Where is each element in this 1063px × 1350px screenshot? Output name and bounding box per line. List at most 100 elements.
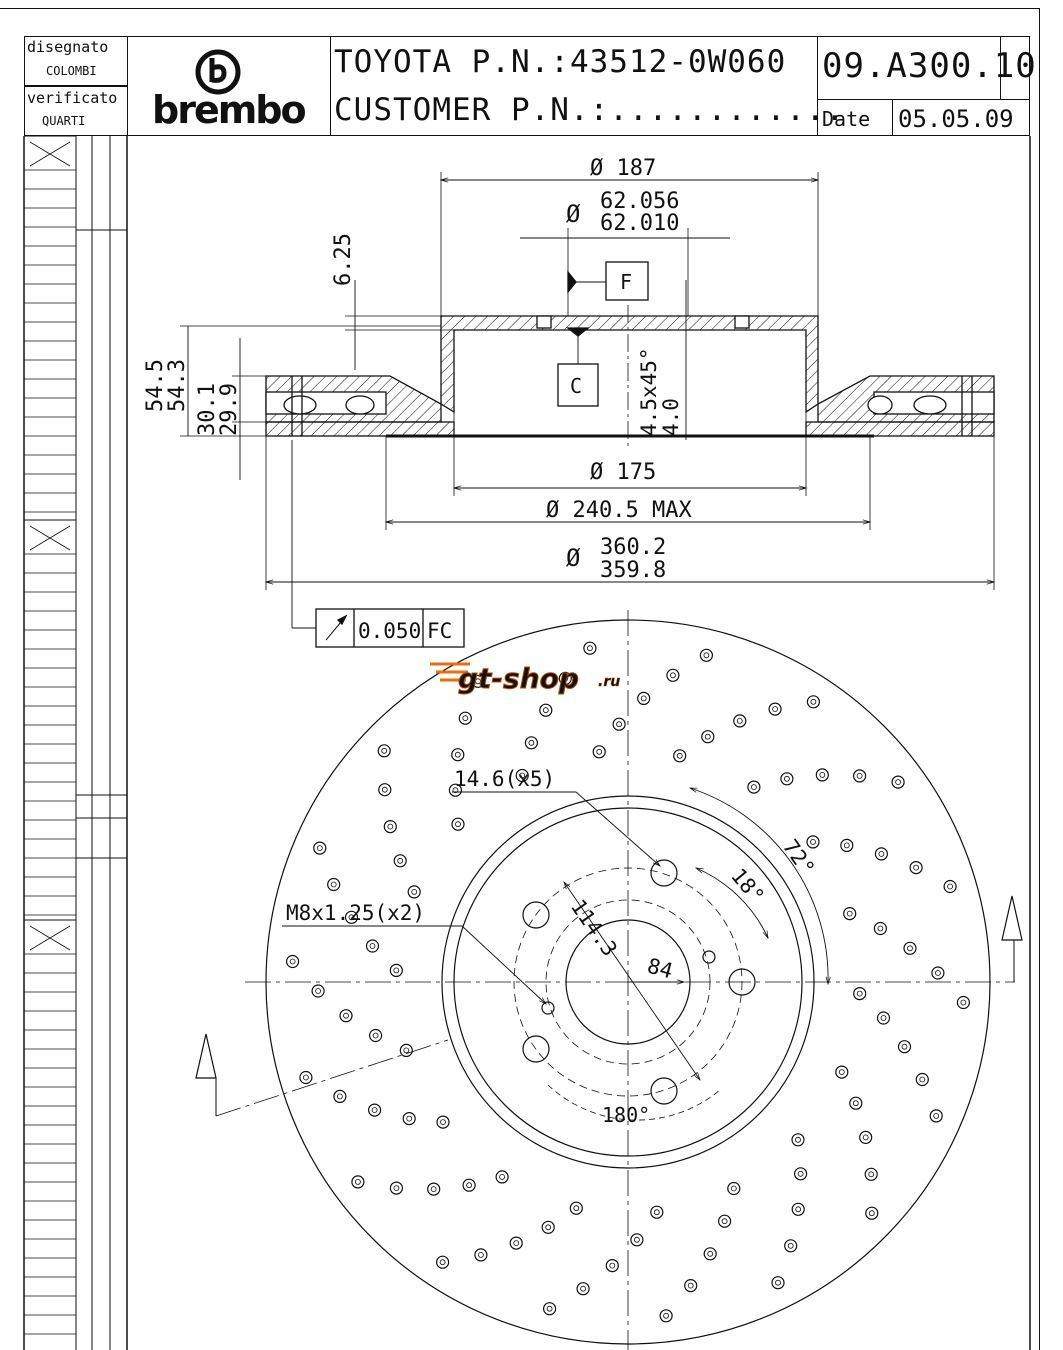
drill-hole-inner [935, 970, 941, 976]
drill-hole-inner [856, 773, 863, 779]
drill-hole [407, 885, 421, 899]
drill-hole-inner [381, 747, 388, 754]
drill-hole [402, 1111, 416, 1126]
drill-hole-inner [707, 1250, 714, 1257]
drill-hole-inner [369, 943, 376, 949]
drill-hole-inner [810, 839, 816, 845]
drill-hole [471, 674, 485, 688]
drill-hole-inner [596, 748, 603, 755]
drill-hole-inner [393, 967, 400, 974]
drill-hole-inner [795, 1206, 802, 1213]
drill-hole-inner [440, 1119, 446, 1125]
drill-hole-inner [587, 645, 593, 652]
drill-hole [436, 1255, 450, 1269]
drill-hole [605, 1258, 619, 1273]
checked-by-name: QUARTI [42, 114, 86, 128]
angle-18-label: 18° [726, 864, 769, 908]
drill-hole [448, 783, 462, 797]
drill-hole-inner [562, 675, 569, 682]
section-view [180, 172, 994, 648]
drill-hole [569, 1201, 583, 1215]
drill-hole [891, 775, 905, 789]
angle-180-label: 180° [602, 1103, 650, 1127]
drill-hole-inner [406, 1115, 413, 1122]
drill-hole-inner [907, 945, 913, 952]
toyota-part-number: TOYOTA P.N.:43512-0W060 [334, 44, 787, 80]
bolt-holes-label: 14.6(x5) [454, 767, 555, 791]
drill-hole [859, 1130, 873, 1145]
checked-label: verificato [27, 89, 118, 107]
dim-d360-max: 360.2 [600, 535, 666, 560]
drill-hole-inner [411, 889, 418, 895]
drill-hole [436, 1115, 450, 1129]
drawn-label: disegnato [27, 38, 109, 56]
drill-hole-inner [546, 1305, 553, 1312]
drawing-frame [0, 8, 1040, 1350]
drill-hole [733, 714, 747, 728]
drill-hole-inner [775, 1279, 781, 1286]
drill-hole-inner [387, 823, 394, 830]
drill-hole-inner [330, 881, 337, 888]
drill-hole [835, 1065, 849, 1079]
drill-hole-inner [393, 1185, 400, 1191]
drill-hole [666, 668, 680, 682]
drill-hole [806, 695, 821, 709]
drill-hole-inner [730, 1185, 737, 1192]
drill-hole-inner [846, 910, 853, 917]
drill-hole [558, 671, 572, 686]
drill-hole [299, 1070, 313, 1085]
drill-hole [793, 1167, 808, 1181]
drill-hole-inner [819, 772, 826, 778]
dim-chamfer-b: 4.0 [659, 398, 683, 436]
drill-hole-inner [499, 1174, 506, 1180]
date-value: 05.05.09 [898, 105, 1014, 133]
drill-hole-inner [919, 1076, 926, 1083]
dim-d62-symbol: Ø [566, 200, 581, 228]
drill-hole [539, 703, 553, 717]
drill-hole [771, 1276, 785, 1290]
drill-hole [840, 838, 854, 853]
drill-hole [458, 711, 472, 725]
drill-hole [874, 847, 889, 861]
drill-hole [864, 1167, 878, 1181]
bolt-hole [522, 1035, 550, 1063]
drill-hole-inner [640, 695, 647, 702]
drill-hole-inner [439, 1259, 446, 1266]
drill-hole [650, 1205, 664, 1219]
drill-hole-inner [580, 1285, 586, 1292]
dim-h54-3: 54.3 [165, 359, 190, 412]
drill-hole-inner [933, 1113, 940, 1119]
drill-hole [747, 780, 761, 794]
threaded-hole [541, 1001, 555, 1015]
drill-hole [791, 1133, 805, 1147]
drill-hole-inner [862, 1134, 869, 1141]
drill-hole-inner [455, 821, 461, 828]
drill-hole [673, 749, 687, 763]
drill-hole [389, 1181, 403, 1195]
drill-hole-inner [519, 772, 526, 779]
drill-hole-inner [810, 698, 817, 705]
dim-chamfer-a: 4.5x45° [637, 347, 661, 436]
drill-hole-inner [880, 1015, 887, 1021]
drill-hole-inner [895, 779, 901, 785]
drill-hole [344, 910, 359, 924]
drill-hole-inner [466, 1182, 473, 1189]
drill-hole [853, 986, 867, 1001]
drill-hole [780, 772, 794, 786]
drill-hole [495, 1170, 509, 1184]
runout-datums: FC [427, 619, 452, 643]
customer-part-number: CUSTOMER P.N.:............ [334, 92, 846, 128]
drill-hole-inner [676, 752, 683, 759]
drill-hole [451, 748, 465, 762]
section-dim-labels: Ø 187 Ø 62.056 62.010 6.25 54.5 54.3 30.… [143, 156, 692, 643]
drill-hole [768, 702, 782, 716]
drill-hole [699, 648, 714, 662]
drill-hole [791, 1202, 805, 1216]
brembo-logo-icon [195, 49, 241, 95]
drill-hole-inner [381, 786, 388, 793]
drill-hole [583, 641, 597, 655]
drill-hole-inner [528, 739, 535, 746]
bolt-hole [650, 1077, 678, 1105]
bolt-hole [650, 859, 678, 887]
hat-section-hatch [440, 315, 819, 414]
